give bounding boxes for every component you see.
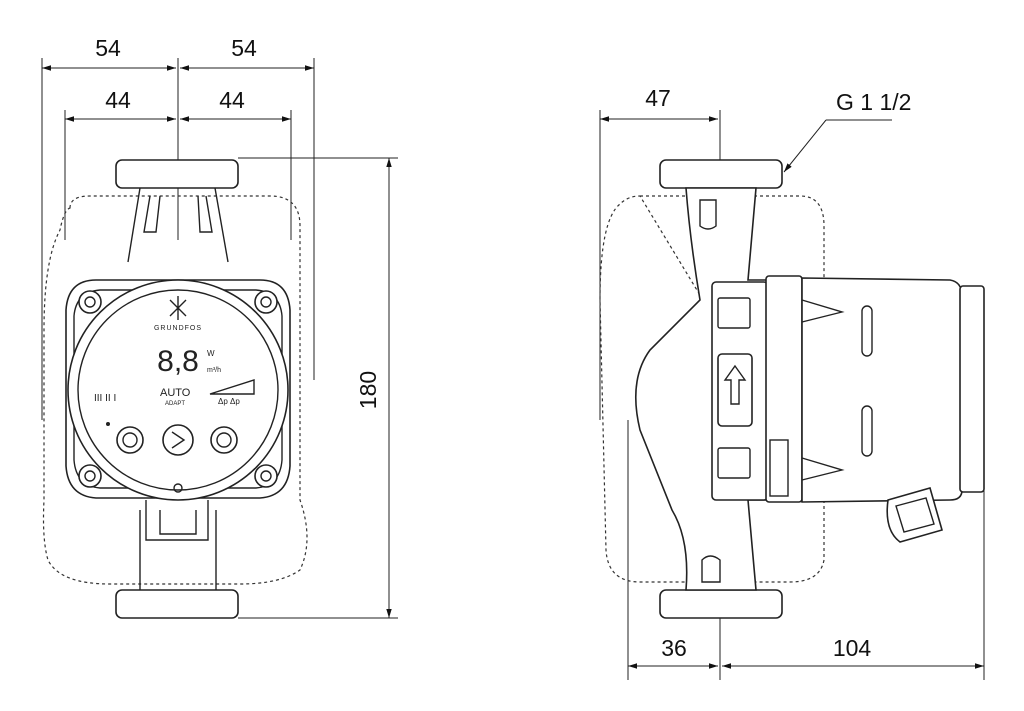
pipe-neck-top [127,187,229,263]
dim-text-inner-right: 44 [219,87,245,113]
dim-text-side-bottom-right: 104 [833,635,872,661]
insulation-shell-outline [599,195,825,583]
neck-ribs [143,195,213,233]
motor-end-cap [959,285,985,493]
select-button[interactable] [162,424,194,456]
motor-collar [765,275,803,503]
motor-housing-inner [73,289,283,489]
bottom-port-slot [701,555,721,583]
status-led-icon [106,422,110,426]
dim-text-top-right: 54 [231,35,257,61]
plate-window-bottom [717,447,751,479]
insulation-shell-outline [42,195,308,585]
side-view: 47 G 1 1/2 36 104 [599,85,985,680]
bottom-flange [115,589,239,619]
top-flange [115,159,239,189]
brand-logo-icon [169,296,187,320]
side-top-flange [659,159,783,189]
dim-text-top-left: 54 [95,35,121,61]
thread-label: G 1 1/2 [836,89,911,115]
thread-leader [783,119,827,173]
motor-can [801,277,963,503]
vent-slot-top [861,305,873,357]
plate-window-top [717,297,751,329]
left-button[interactable] [116,426,144,454]
brand-logo-text: GRUNDFOS [154,325,202,332]
chevron-right-icon [171,431,186,449]
display-digits: 8,8 [157,345,199,378]
side-bottom-flange [659,589,783,619]
arrow-up-icon [723,364,747,405]
bottom-bracket [145,500,209,541]
pipe-neck-bottom [139,510,217,590]
connector-block [769,439,789,497]
plug-inner [895,497,935,533]
mode-label-auto: AUTO [160,387,191,399]
cable-screw-icon [173,483,183,493]
dim-text-inner-left: 44 [105,87,131,113]
motor-fins [801,299,845,481]
vent-slot-bottom [861,405,873,457]
front-view: 54 54 44 44 180 GRUNDFO [41,35,398,619]
dim-text-height: 180 [355,371,381,409]
curve-marks: III II I [94,393,116,404]
top-port-slot [699,199,717,230]
right-button[interactable] [210,426,238,454]
display-unit-power: W [207,349,215,358]
speed-wedge-icon [209,379,255,395]
power-plug [886,487,943,543]
control-panel-face [77,289,279,491]
dim-text-side-bottom-left: 36 [661,635,687,661]
mode-label-adapt: ADAPT [165,401,185,407]
flow-arrow-badge [717,353,753,427]
display-unit-flow: m³/h [207,367,221,374]
dim-text-side-top: 47 [645,85,671,111]
pressure-indicators: Δp Δp [218,397,240,406]
corner-screws [78,290,278,488]
